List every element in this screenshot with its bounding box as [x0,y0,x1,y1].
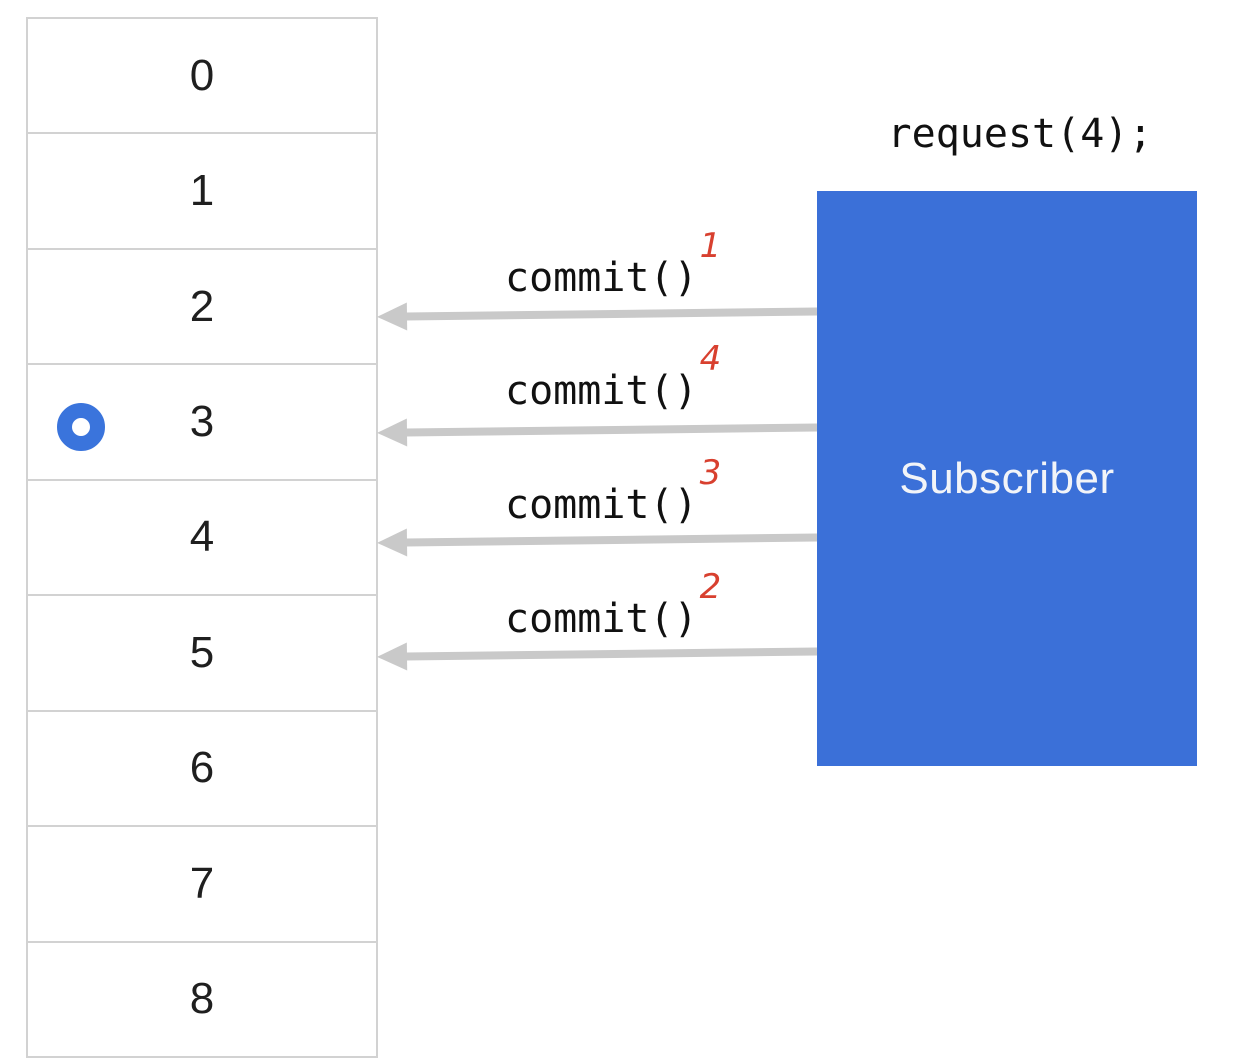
buffer-row-2: 2 [28,250,376,366]
buffer-cell-value: 4 [189,512,215,562]
subscriber-box: Subscriber [817,191,1197,766]
buffer-cell-value: 8 [189,974,215,1024]
commit-arrow-4 [405,647,818,661]
commit-call-1: commit()1 [505,226,721,302]
buffer-table: 0 1 2 3 4 5 6 7 8 [26,17,378,1058]
buffer-row-5: 5 [28,596,376,712]
commit-arrow-3 [405,533,818,547]
buffer-cell-value: 6 [189,743,215,793]
commit-arrow-2 [405,423,818,437]
commit-order-badge: 2 [699,567,722,607]
commit-order-badge: 1 [699,226,722,266]
buffer-row-6: 6 [28,712,376,828]
commit-call-label: commit() [505,482,698,528]
marker-ring-icon [57,403,105,451]
commit-arrow-1 [405,307,818,321]
buffer-row-3: 3 [28,365,376,481]
buffer-row-8: 8 [28,943,376,1056]
buffer-row-4: 4 [28,481,376,597]
commit-call-3: commit()3 [505,453,721,529]
buffer-cell-value: 2 [189,281,215,331]
buffer-cell-value: 7 [189,858,215,908]
commit-order-badge: 4 [699,339,722,379]
buffer-cell-value: 1 [189,166,215,216]
buffer-cell-value: 5 [189,627,215,677]
commit-call-label: commit() [505,596,698,642]
commit-order-badge: 3 [699,453,722,493]
buffer-cell-value: 3 [189,397,215,447]
buffer-row-0: 0 [28,19,376,135]
commit-call-2: commit()4 [505,339,721,415]
commit-call-label: commit() [505,255,698,301]
commit-call-label: commit() [505,368,698,414]
buffer-cell-value: 0 [189,50,215,100]
commit-call-4: commit()2 [505,567,721,643]
request-call-label: request(4); [887,111,1153,157]
subscriber-label: Subscriber [899,453,1115,503]
buffer-row-7: 7 [28,827,376,943]
buffer-row-1: 1 [28,134,376,250]
